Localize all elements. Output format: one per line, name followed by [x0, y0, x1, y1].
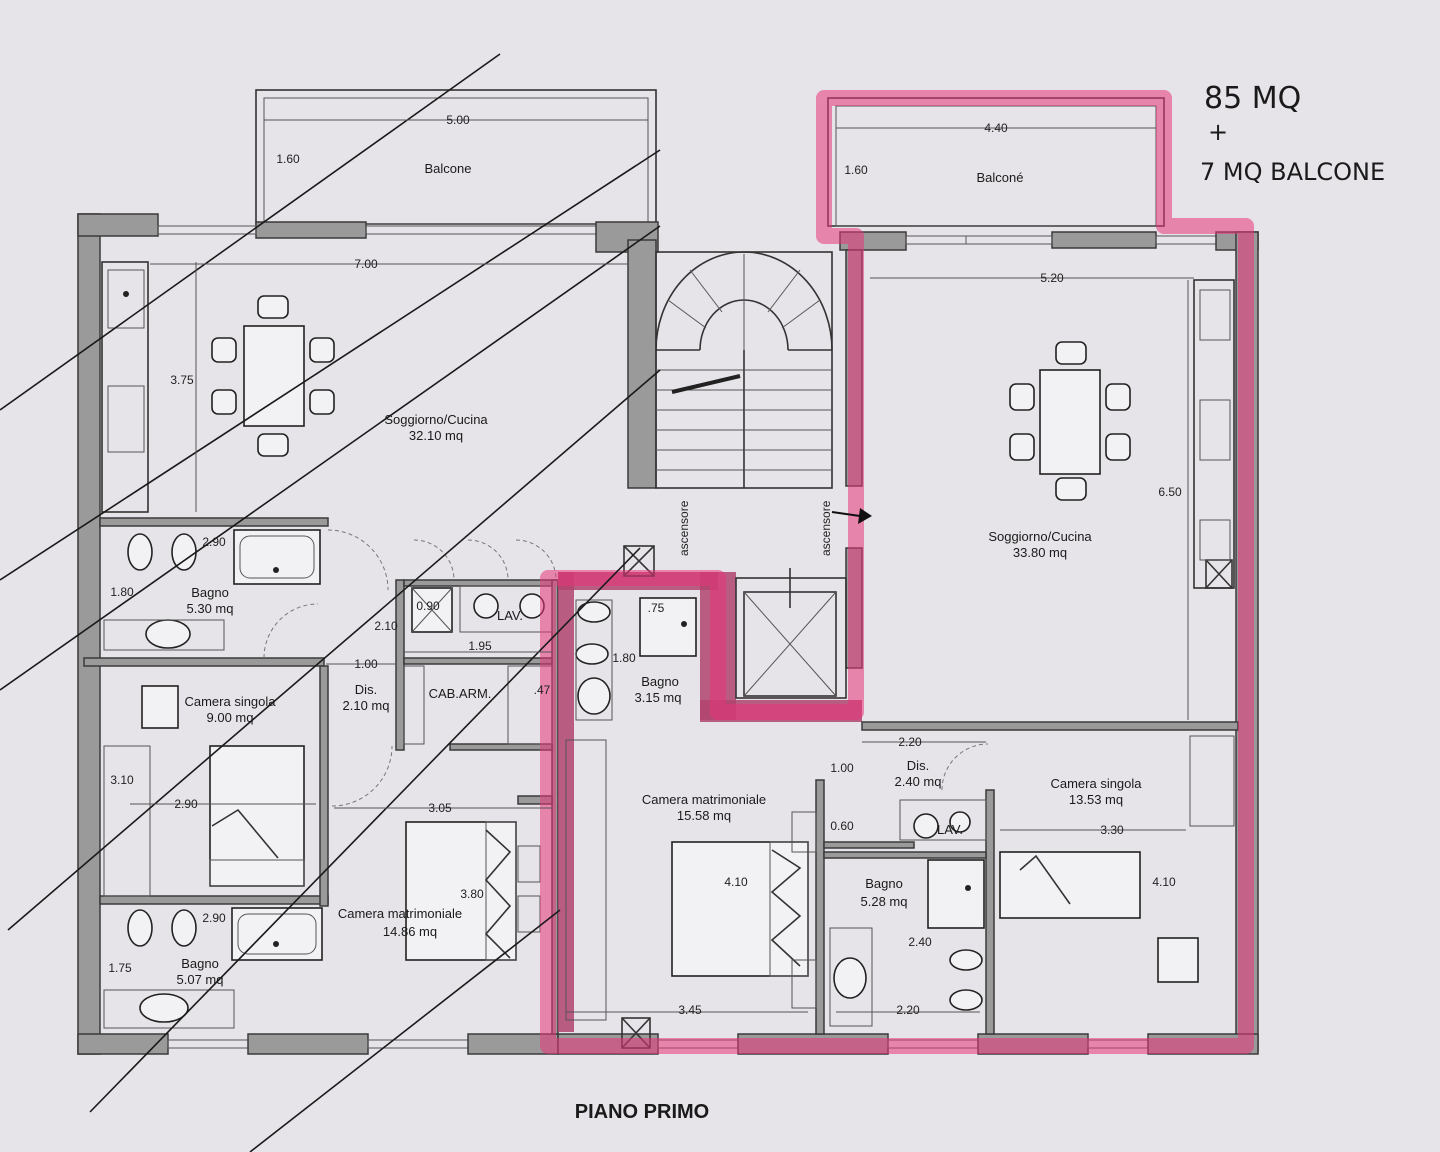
- label-camera-singola-right: Camera singola: [1050, 776, 1142, 791]
- label-dis-left: Dis.: [355, 682, 377, 697]
- area-camera-singola-right: 13.53 mq: [1069, 792, 1123, 807]
- dim-330: 3.30: [1100, 823, 1124, 837]
- area-dis-left: 2.10 mq: [343, 698, 390, 713]
- dim-290-b: 2.90: [174, 797, 198, 811]
- dim-380: 3.80: [460, 887, 484, 901]
- area-bagno-center: 3.15 mq: [635, 690, 682, 705]
- dim-060: 0.60: [830, 819, 854, 833]
- area-bagno-top-left: 5.30 mq: [187, 601, 234, 616]
- dim-310: 3.10: [110, 773, 134, 787]
- dim-500: 5.00: [446, 113, 470, 127]
- dim-520: 5.20: [1040, 271, 1064, 285]
- label-bagno-center: Bagno: [641, 674, 679, 689]
- dim-175: 1.75: [108, 961, 132, 975]
- area-bagno-bottom-left: 5.07 mq: [177, 972, 224, 987]
- dim-240: 2.40: [908, 935, 932, 949]
- kitchen-counter-left: [101, 261, 149, 513]
- dining-table-right: [1009, 341, 1131, 501]
- wardrobes: [103, 665, 1235, 1021]
- dim-090: 0.90: [416, 599, 440, 613]
- dimension-lines: [130, 119, 1194, 1013]
- area-soggiorno-left: 32.10 mq: [409, 428, 463, 443]
- area-bagno-right: 5.28 mq: [861, 894, 908, 909]
- label-balcone-right: Balconé: [977, 170, 1024, 185]
- label-camera-singola-left: Camera singola: [184, 694, 276, 709]
- dining-table-left: [211, 295, 335, 457]
- label-cab-arm: CAB.ARM.: [429, 686, 492, 701]
- label-bagno-bottom-left: Bagno: [181, 956, 219, 971]
- label-balcone-left: Balcone: [425, 161, 472, 176]
- staircase: [655, 251, 833, 489]
- stair-label-left: ascensore: [677, 500, 691, 556]
- dim-650: 6.50: [1158, 485, 1182, 499]
- note-line-1: 85 MQ: [1204, 81, 1301, 116]
- label-bagno-top-left: Bagno: [191, 585, 229, 600]
- area-camera-matr-left: 14.86 mq: [383, 924, 437, 939]
- kitchen-counter-right: [1193, 279, 1235, 589]
- area-camera-singola-left: 9.00 mq: [207, 710, 254, 725]
- bathroom-fixtures-left-bottom: [103, 907, 323, 1029]
- door-swings: [263, 529, 989, 807]
- highlight-boundary: [540, 90, 1254, 1054]
- label-soggiorno-left: Soggiorno/Cucina: [384, 412, 488, 427]
- label-dis-right: Dis.: [907, 758, 929, 773]
- label-lav-left: LAV.: [497, 608, 523, 623]
- dim-290-a: 2.90: [202, 535, 226, 549]
- label-soggiorno-right: Soggiorno/Cucina: [988, 529, 1092, 544]
- dim-410-a: 4.10: [724, 875, 748, 889]
- bed-single-right: [999, 851, 1199, 983]
- dim-100-a: 1.00: [354, 657, 378, 671]
- note-line-2: +: [1208, 118, 1228, 146]
- dim-180-a: 1.80: [110, 585, 134, 599]
- dim-195: 1.95: [468, 639, 492, 653]
- note-line-3: 7 MQ BALCONE: [1200, 158, 1385, 186]
- dim-160-left: 1.60: [276, 152, 300, 166]
- dim-220-b: 2.20: [896, 1003, 920, 1017]
- dim-210: 2.10: [374, 619, 398, 633]
- dim-100-b: 1.00: [830, 761, 854, 775]
- label-bagno-right: Bagno: [865, 876, 903, 891]
- arrow-marker: [831, 508, 872, 524]
- dim-410-b: 4.10: [1152, 875, 1176, 889]
- label-camera-matr-center: Camera matrimoniale: [642, 792, 766, 807]
- dim-305: 3.05: [428, 801, 452, 815]
- bed-single-left: [141, 685, 305, 887]
- strike-through-lines: [0, 53, 661, 1152]
- area-dis-right: 2.40 mq: [895, 774, 942, 789]
- dim-700: 7.00: [354, 257, 378, 271]
- bed-double-center: [671, 811, 817, 1009]
- dim-075: .75: [648, 601, 665, 615]
- bed-double-left: [405, 821, 541, 961]
- dim-440: 4.40: [984, 121, 1008, 135]
- dim-160-right: 1.60: [844, 163, 868, 177]
- area-soggiorno-right: 33.80 mq: [1013, 545, 1067, 560]
- stair-label-right: ascensore: [819, 500, 833, 556]
- elevator-shaft: [743, 568, 837, 697]
- dim-180-b: 1.80: [612, 651, 636, 665]
- dim-047: .47: [534, 683, 551, 697]
- area-camera-matr-center: 15.58 mq: [677, 808, 731, 823]
- label-camera-matr-left: Camera matrimoniale: [338, 906, 462, 921]
- bathroom-fixtures-right: [829, 859, 985, 1027]
- dim-375: 3.75: [170, 373, 194, 387]
- dim-345: 3.45: [678, 1003, 702, 1017]
- dim-220-a: 2.20: [898, 735, 922, 749]
- dim-290-c: 2.90: [202, 911, 226, 925]
- drawing-title: PIANO PRIMO: [575, 1101, 709, 1123]
- balcony-left: [255, 89, 657, 225]
- label-lav-right: LAV.: [937, 822, 963, 837]
- laundry-right: [899, 799, 987, 841]
